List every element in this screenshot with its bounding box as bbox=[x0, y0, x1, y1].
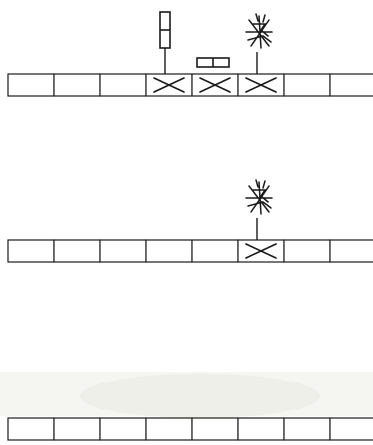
tape-cell bbox=[284, 74, 330, 96]
tape-row bbox=[8, 12, 373, 96]
horizontal-rectangle-icon bbox=[197, 58, 229, 67]
tape-cell bbox=[284, 240, 330, 262]
tape-cell bbox=[54, 74, 100, 96]
tape-cell bbox=[8, 418, 54, 440]
tape-cell bbox=[100, 240, 146, 262]
starburst-icon bbox=[246, 14, 272, 74]
tape-cell bbox=[238, 418, 284, 440]
tape-cell bbox=[330, 74, 373, 96]
background-haze bbox=[0, 372, 373, 418]
vertical-rectangle-icon bbox=[160, 12, 170, 74]
tape-cell bbox=[8, 240, 54, 262]
starburst-icon bbox=[246, 180, 272, 240]
tape-cell bbox=[100, 418, 146, 440]
tape-row bbox=[8, 180, 373, 262]
tape-cell bbox=[146, 240, 192, 262]
tape-cell bbox=[192, 240, 238, 262]
tape-row bbox=[8, 418, 373, 440]
tape-cell bbox=[146, 418, 192, 440]
tape-cell bbox=[54, 240, 100, 262]
tape-cell bbox=[100, 74, 146, 96]
tape-cell bbox=[284, 418, 330, 440]
tape-cell bbox=[8, 74, 54, 96]
tape-cell bbox=[330, 240, 373, 262]
tape-cell bbox=[192, 418, 238, 440]
tape-cell bbox=[330, 418, 373, 440]
tape-cell bbox=[54, 418, 100, 440]
